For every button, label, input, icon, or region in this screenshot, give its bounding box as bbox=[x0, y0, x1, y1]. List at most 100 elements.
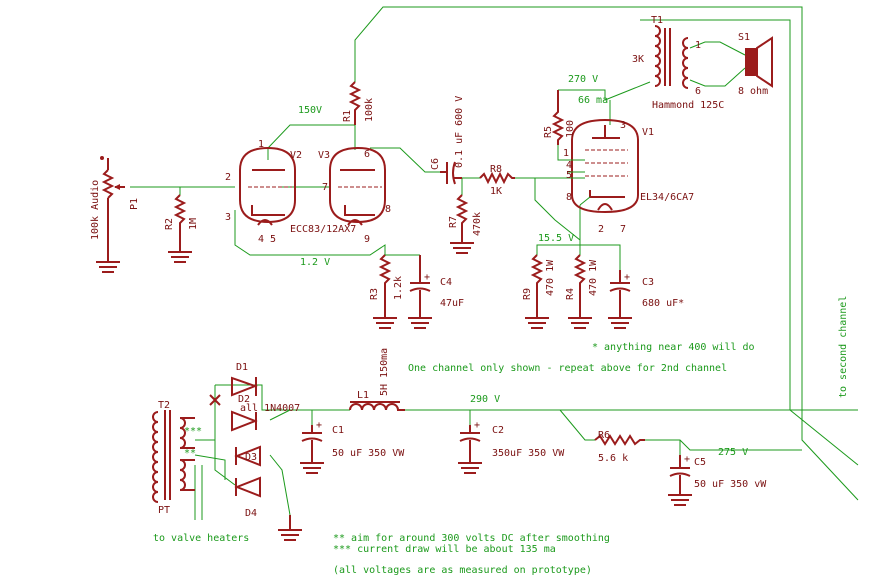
r6-name: R6 bbox=[598, 430, 610, 441]
v1-pin7: 7 bbox=[620, 224, 626, 235]
ecc83-twin-triode bbox=[239, 146, 386, 226]
v1-pin8: 8 bbox=[566, 192, 572, 203]
r5-resistor bbox=[551, 90, 565, 145]
label-150v: 150V bbox=[298, 105, 322, 116]
tube-v3-label: V3 bbox=[318, 150, 330, 161]
t2-name: T2 bbox=[158, 400, 170, 411]
c3-plus: + bbox=[624, 272, 630, 283]
diode-type: all 1N4007 bbox=[240, 403, 300, 414]
r9-name: R9 bbox=[522, 288, 533, 300]
to-second-channel: to second channel bbox=[838, 296, 849, 398]
v1-pin2: 2 bbox=[598, 224, 604, 235]
l1-value: 5H 150ma bbox=[379, 348, 390, 396]
c6-name: C6 bbox=[430, 158, 441, 170]
pin-45: 4 5 bbox=[258, 234, 276, 245]
r7-resistor bbox=[450, 194, 474, 254]
el34-pentode bbox=[568, 118, 639, 214]
d4-diode bbox=[234, 476, 261, 498]
r5-value: 100 bbox=[565, 120, 576, 138]
d4-name: D4 bbox=[245, 508, 257, 519]
r3-name: R3 bbox=[369, 288, 380, 300]
t1-pin1: 1 bbox=[695, 40, 701, 51]
t1-3k: 3K bbox=[632, 54, 644, 65]
c2-plus: + bbox=[474, 420, 480, 431]
r1-resistor bbox=[348, 81, 362, 125]
r7-value: 470k bbox=[472, 212, 483, 236]
pin-1: 1 bbox=[258, 139, 264, 150]
pin-3: 3 bbox=[225, 212, 231, 223]
c4-value: 47uF bbox=[440, 298, 464, 309]
label-270v: 270 V bbox=[568, 74, 598, 85]
c5-capacitor bbox=[668, 455, 692, 506]
r7-name: R7 bbox=[448, 216, 459, 228]
c1-capacitor bbox=[300, 425, 324, 474]
r2-value: 1M bbox=[188, 218, 199, 230]
v1-type: EL34/6CA7 bbox=[640, 192, 694, 203]
c1-name: C1 bbox=[332, 425, 344, 436]
r1-name: R1 bbox=[342, 110, 353, 122]
r4-resistor bbox=[568, 254, 592, 329]
label-15-5v: 15.5 V bbox=[538, 233, 574, 244]
note-400v: * anything near 400 will do bbox=[592, 342, 755, 353]
label-66ma: 66 ma bbox=[578, 95, 608, 106]
c2-value: 350uF 350 VW bbox=[492, 448, 565, 459]
c4-plus: + bbox=[424, 272, 430, 283]
note-proto: (all voltages are as measured on prototy… bbox=[333, 565, 592, 576]
d1-name: D1 bbox=[236, 362, 248, 373]
r6-value: 5.6 k bbox=[598, 453, 628, 464]
t1-transformer bbox=[640, 19, 689, 89]
note-aim: ** aim for around 300 volts DC after smo… bbox=[333, 533, 610, 544]
pin-7: 7 bbox=[322, 182, 328, 193]
s1-value: 8 ohm bbox=[738, 86, 768, 97]
c4-capacitor bbox=[385, 254, 432, 329]
c6-value: 0.1 uF 600 V bbox=[454, 96, 465, 168]
c4-name: C4 bbox=[440, 277, 452, 288]
c5-plus: + bbox=[684, 454, 690, 465]
d3-name: D3 bbox=[245, 452, 257, 463]
c6-capacitor bbox=[440, 161, 462, 185]
c3-value: 680 uF* bbox=[642, 298, 684, 309]
r2-name: R2 bbox=[164, 218, 175, 230]
s1-speaker bbox=[745, 36, 773, 88]
labels: 150V 270 V 66 ma 15.5 V 1.2 V 290 V 275 … bbox=[90, 15, 849, 576]
stars-3: *** bbox=[184, 426, 202, 437]
r3-resistor bbox=[373, 254, 397, 329]
s1-name: S1 bbox=[738, 32, 750, 43]
wiring bbox=[130, 6, 859, 520]
t1-name: T1 bbox=[651, 15, 663, 26]
p1-potentiometer bbox=[96, 156, 125, 273]
v1-pin3: 3 bbox=[620, 120, 626, 131]
r5-name: R5 bbox=[543, 126, 554, 138]
r8-resistor bbox=[479, 171, 515, 185]
c2-name: C2 bbox=[492, 425, 504, 436]
l1-name: L1 bbox=[357, 390, 369, 401]
d1-diode bbox=[231, 376, 258, 397]
stars-2: ** bbox=[184, 448, 196, 459]
c5-value: 50 uF 350 vW bbox=[694, 479, 767, 490]
r4-value: 470 1W bbox=[588, 259, 599, 296]
r4-name: R4 bbox=[565, 288, 576, 300]
p1-name: P1 bbox=[129, 198, 140, 210]
t1-pin6: 6 bbox=[695, 86, 701, 97]
label-275v: 275 V bbox=[718, 447, 748, 458]
c1-value: 50 uF 350 VW bbox=[332, 448, 405, 459]
p1-value: 100k Audio bbox=[90, 180, 101, 240]
v1-pin4: 4 bbox=[566, 160, 572, 171]
r9-resistor bbox=[525, 254, 549, 329]
t2-power-transformer bbox=[152, 410, 195, 503]
pin-6: 6 bbox=[364, 149, 370, 160]
note-channel: One channel only shown - repeat above fo… bbox=[408, 363, 727, 374]
d2-name: D2 bbox=[238, 394, 250, 405]
d3-diode bbox=[234, 445, 261, 467]
l1-choke bbox=[349, 401, 405, 411]
pt-name: PT bbox=[158, 505, 170, 516]
r3-value: 1.2k bbox=[393, 276, 404, 300]
label-1-2v: 1.2 V bbox=[300, 257, 330, 268]
note-current: *** current draw will be about 135 ma bbox=[333, 544, 556, 555]
c5-name: C5 bbox=[694, 457, 706, 468]
c3-name: C3 bbox=[642, 277, 654, 288]
c1-plus: + bbox=[316, 420, 322, 431]
v1-name: V1 bbox=[642, 127, 654, 138]
r9-value: 470 1W bbox=[545, 259, 556, 296]
